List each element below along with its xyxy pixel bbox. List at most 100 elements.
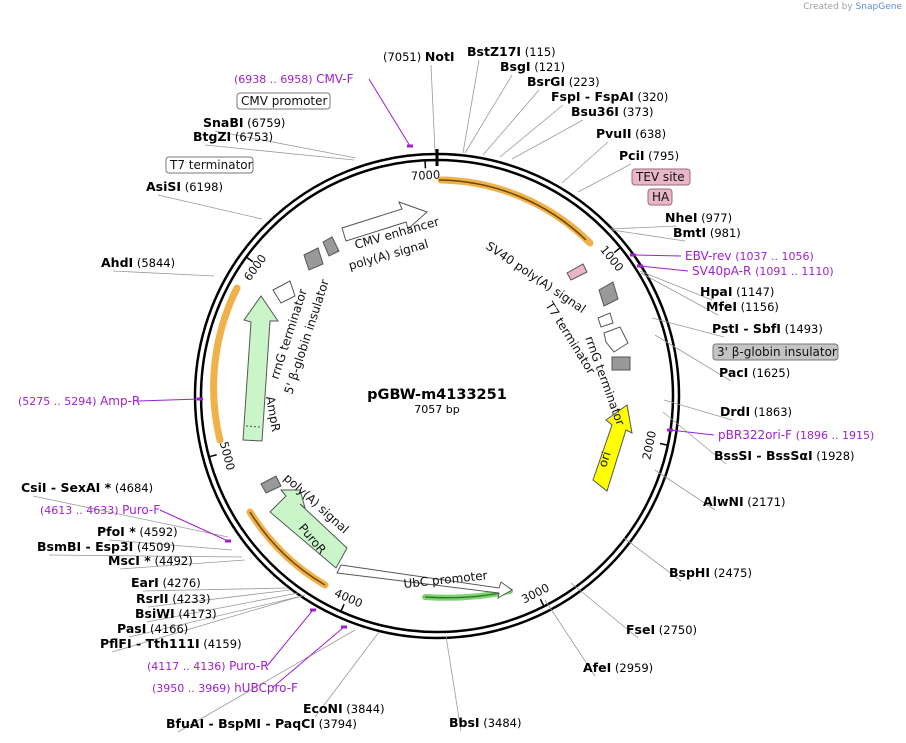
callout-tev-site: TEV site — [631, 168, 691, 186]
puro-polya-box — [260, 475, 282, 494]
site-leader — [499, 104, 564, 158]
svg-text:HA: HA — [652, 190, 670, 204]
primer-leader — [137, 398, 201, 402]
site-pcii: PciI (795) — [619, 148, 679, 163]
svg-text:HpaI (1147): HpaI (1147) — [700, 284, 774, 299]
site-leader — [663, 399, 733, 421]
site-leader — [639, 270, 713, 301]
svg-text:(5275 .. 5294) Amp-R: (5275 .. 5294) Amp-R — [18, 394, 140, 408]
ring-tick-2000 — [659, 442, 668, 446]
site-bsmbi: BsmBI - Esp3I (4509) — [37, 539, 175, 554]
svg-text:(6938 .. 6958) CMV-F: (6938 .. 6958) CMV-F — [234, 72, 354, 86]
svg-text:BsrGI (223): BsrGI (223) — [527, 74, 600, 89]
site-leader — [119, 559, 246, 570]
snapgene-watermark: Created by SnapGene — [803, 2, 902, 12]
svg-text:EBV-rev (1037 .. 1056): EBV-rev (1037 .. 1056) — [685, 249, 814, 263]
site-mfei: MfeI (1156) — [706, 299, 779, 314]
primer-sv40pa-r: SV40pA-R (1091 .. 1110) — [637, 264, 834, 278]
site-leader — [570, 582, 639, 639]
site-bfuai: BfuAI - BspMI - PaqCI (3794) — [166, 716, 357, 731]
t7-terminator-arrow — [597, 312, 614, 328]
ring-tick-6000 — [245, 256, 254, 263]
site-fsei: FseI (2750) — [626, 622, 697, 637]
primer-binding-mark — [667, 428, 673, 432]
svg-text:FseI (2750): FseI (2750) — [626, 622, 697, 637]
site-bsrgi: BsrGI (223) — [527, 74, 600, 89]
primer-leader — [639, 265, 689, 272]
svg-text:BbsI (3484): BbsI (3484) — [449, 715, 521, 730]
svg-text:(3950 .. 3969) hUBCpro-F: (3950 .. 3969) hUBCpro-F — [152, 681, 298, 695]
svg-text:BsgI (121): BsgI (121) — [500, 59, 565, 74]
primer-binding-mark — [225, 539, 231, 543]
site-leader — [561, 141, 609, 184]
svg-text:RsrII (4233): RsrII (4233) — [136, 591, 210, 606]
site-leader — [112, 270, 215, 277]
primer-leader — [159, 509, 229, 542]
primer-binding-mark — [637, 264, 643, 268]
primer-labels: (6938 .. 6958) CMV-F EBV-rev (1037 .. 105… — [18, 72, 874, 695]
site-leader — [32, 495, 229, 538]
primer-leader — [368, 78, 411, 147]
svg-text:(7051) NotI: (7051) NotI — [383, 49, 455, 64]
cmv-enhancer-arrow — [341, 201, 428, 242]
svg-text:PacI (1625): PacI (1625) — [719, 365, 790, 380]
site-leader — [142, 587, 289, 592]
callout-t7-terminator: T7 terminator — [165, 156, 254, 174]
site-pfoi: PfoI * (4592) — [97, 524, 178, 539]
svg-text:PstI - SbfI (1493): PstI - SbfI (1493) — [712, 321, 823, 336]
primer-hubcpro-f: (3950 .. 3969) hUBCpro-F — [152, 625, 347, 695]
svg-text:BstZ17I (115): BstZ17I (115) — [467, 44, 556, 59]
primer-puro-r: (4117 .. 4136) Puro-R — [147, 608, 316, 673]
svg-text:CsiI - SexAI * (4684): CsiI - SexAI * (4684) — [21, 480, 153, 495]
svg-text:Bsu36I (373): Bsu36I (373) — [571, 104, 654, 119]
site-leader — [651, 317, 725, 338]
primer-leader — [271, 626, 345, 689]
site-pflfi: PflFI - Tth111I (4159) — [100, 636, 242, 651]
cmv-polya-box — [322, 236, 340, 257]
svg-text:BssSI - BssSαI (1928): BssSI - BssSαI (1928) — [714, 448, 855, 463]
site-leader — [640, 272, 719, 316]
site-fspi: FspI - FspAI (320) — [551, 89, 668, 104]
svg-text:(4613 .. 4633) Puro-F: (4613 .. 4633) Puro-F — [40, 503, 160, 517]
svg-text:BsmBI - Esp3I (4509): BsmBI - Esp3I (4509) — [37, 539, 175, 554]
site-alwni: AlwNI (2171) — [703, 494, 786, 509]
site-leader — [609, 225, 678, 230]
site-noti: (7051) NotI — [383, 49, 455, 64]
site-nhei: NheI (977) — [665, 210, 732, 225]
site-leader — [577, 163, 632, 193]
svg-text:BfuAI - BspMI - PaqCI (3794): BfuAI - BspMI - PaqCI (3794) — [166, 716, 357, 731]
site-bsiwi: BsiWI (4173) — [135, 606, 217, 621]
svg-text:FspI - FspAI (320): FspI - FspAI (320) — [551, 89, 668, 104]
svg-text:AfeI (2959): AfeI (2959) — [583, 660, 653, 675]
plasmid-name: pGBW-m4133251 — [367, 387, 507, 403]
site-leader — [314, 631, 380, 718]
site-bstz17i: BstZ17I (115) — [467, 44, 556, 59]
primer-puro-f: (4613 .. 4633) Puro-F — [40, 503, 231, 543]
orf-left — [210, 284, 241, 444]
site-drdi: DrdI (1863) — [720, 404, 792, 419]
svg-text:pBR322ori-F (1896 .. 1915): pBR322ori-F (1896 .. 1915) — [718, 428, 874, 442]
svg-text:DrdI (1863): DrdI (1863) — [720, 404, 792, 419]
svg-text:BsiWI (4173): BsiWI (4173) — [135, 606, 217, 621]
site-leader — [623, 537, 682, 582]
primer-ebv-rev: EBV-rev (1037 .. 1056) — [630, 249, 814, 263]
ring-tick-label-2000: 2000 — [639, 429, 659, 461]
svg-text:CMV promoter: CMV promoter — [241, 94, 328, 108]
orf-lower-left-arrow — [249, 511, 326, 586]
site-leader — [177, 629, 356, 733]
site-leader — [654, 469, 716, 511]
site-csii: CsiI - SexAI * (4684) — [21, 480, 153, 495]
primer-binding-mark — [407, 144, 413, 148]
site-leader — [611, 229, 686, 242]
svg-text:PciI (795): PciI (795) — [619, 148, 679, 163]
rrng-terminator-arrow — [603, 326, 629, 353]
primer-binding-mark — [341, 625, 347, 629]
site-leader — [482, 89, 540, 156]
ampr-arrow — [242, 295, 279, 442]
site-afei: AfeI (2959) — [583, 660, 653, 675]
site-leader — [462, 59, 480, 154]
site-leader — [464, 74, 513, 154]
primer-pbr322ori-f: pBR322ori-F (1896 .. 1915) — [667, 428, 874, 442]
ring-tick-5000 — [208, 454, 217, 458]
svg-text:EcoNI (3844): EcoNI (3844) — [303, 701, 385, 716]
